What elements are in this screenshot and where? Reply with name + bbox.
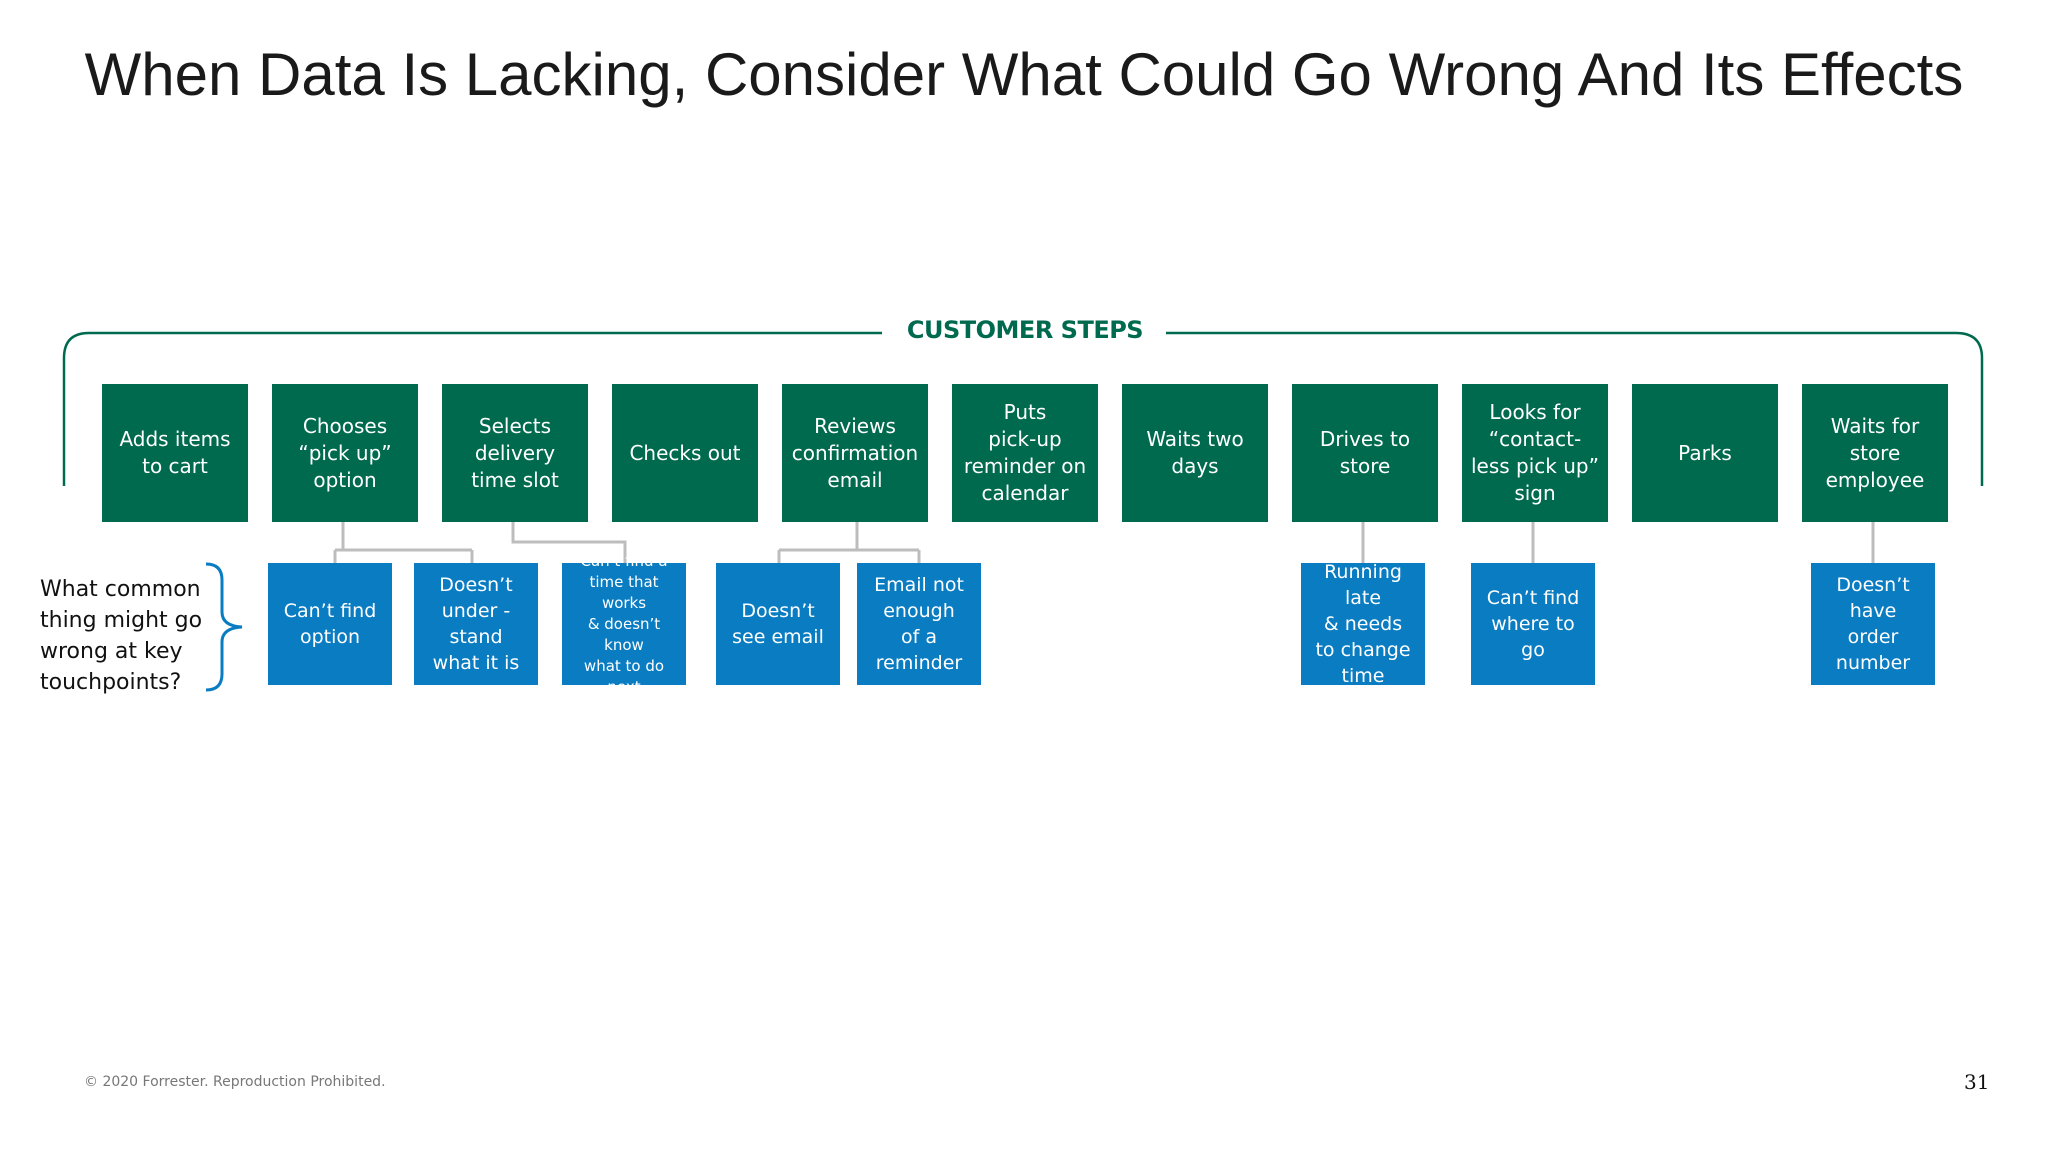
issue-doesnt-see-email: Doesn’t see email xyxy=(716,563,840,685)
step-chooses-pick-up: Chooses “pick up” option xyxy=(272,384,418,522)
step-waits-for-employee: Waits for store employee xyxy=(1802,384,1948,522)
step-drives-to-store: Drives to store xyxy=(1292,384,1438,522)
step-selects-time-slot: Selects delivery time slot xyxy=(442,384,588,522)
connector-selects xyxy=(511,522,627,563)
connector-reviews xyxy=(777,522,921,563)
issue-no-order-number: Doesn’t have order number xyxy=(1811,563,1935,685)
step-looks-for-sign: Looks for “contact- less pick up” sign xyxy=(1462,384,1608,522)
step-checks-out: Checks out xyxy=(612,384,758,522)
copyright-footer: © 2020 Forrester. Reproduction Prohibite… xyxy=(84,1074,386,1090)
issue-cant-find-option: Can’t find option xyxy=(268,563,392,685)
issue-running-late: Running late & needs to change time xyxy=(1301,561,1425,687)
customer-steps-label: CUSTOMER STEPS xyxy=(906,316,1144,344)
step-parks: Parks xyxy=(1632,384,1778,522)
step-waits-two-days: Waits two days xyxy=(1122,384,1268,522)
page-number: 31 xyxy=(1964,1070,1990,1094)
customer-steps-bracket-right xyxy=(1166,331,1984,486)
step-adds-items: Adds items to cart xyxy=(102,384,248,522)
slide-title: When Data Is Lacking, Consider What Coul… xyxy=(84,41,1964,108)
connector-chooses xyxy=(333,522,474,563)
touchpoint-question: What common thing might go wrong at key … xyxy=(40,577,203,695)
issue-doesnt-understand: Doesn’t under - stand what it is xyxy=(414,563,538,685)
step-reviews-email: Reviews confirmation email xyxy=(782,384,928,522)
issue-email-not-enough: Email not enough of a reminder xyxy=(857,563,981,685)
step-puts-reminder: Puts pick-up reminder on calendar xyxy=(952,384,1098,522)
issue-cant-find-where: Can’t find where to go xyxy=(1471,563,1595,685)
question-brace xyxy=(205,562,243,692)
issue-cant-find-time: Can’t find a time that works & doesn’t k… xyxy=(562,552,686,696)
customer-steps-bracket-left xyxy=(62,331,882,486)
